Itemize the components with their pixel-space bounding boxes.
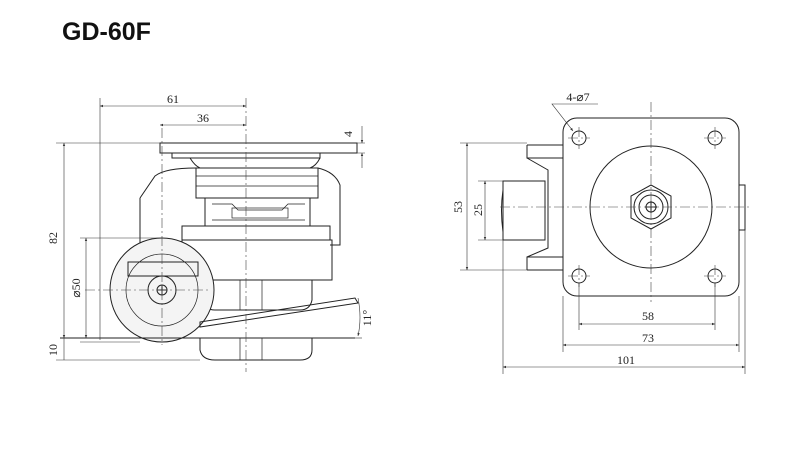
leveling-pad-tilted (199, 297, 359, 328)
foot-pad (199, 337, 313, 361)
adjuster-ring (204, 197, 311, 227)
dim-height: 82 (46, 232, 60, 244)
swivel-race (189, 157, 321, 169)
side-tab (739, 184, 746, 231)
dim-width-total: 61 (167, 92, 179, 106)
dim-width-inner: 36 (197, 111, 209, 125)
dim-pad-height: 10 (46, 344, 60, 356)
dim-angle: 11° (360, 310, 374, 327)
top-view: 4-⌀7 53 25 58 73 101 (451, 90, 750, 374)
fork-outline (139, 167, 341, 246)
dim-plate-thickness: 4 (341, 131, 355, 137)
mounting-plate (159, 142, 358, 154)
dim-height-inner: 25 (471, 204, 485, 216)
lower-body (199, 280, 313, 311)
dim-holes: 4-⌀7 (566, 90, 589, 104)
wheel-top-view (502, 180, 546, 241)
swivel-body (195, 168, 319, 199)
side-view: 61 36 4 82 ⌀50 10 11° (46, 92, 374, 372)
dim-height-outer: 53 (451, 201, 465, 213)
dim-hole-spacing: 58 (642, 309, 654, 323)
dim-wheel-diameter: ⌀50 (69, 278, 83, 297)
dim-angle-arc (357, 297, 361, 337)
dim-overall-width: 101 (617, 353, 635, 367)
drawing-title: GD-60F (62, 18, 151, 46)
dim-plate-width: 73 (642, 331, 654, 345)
holes-leader (551, 103, 598, 132)
